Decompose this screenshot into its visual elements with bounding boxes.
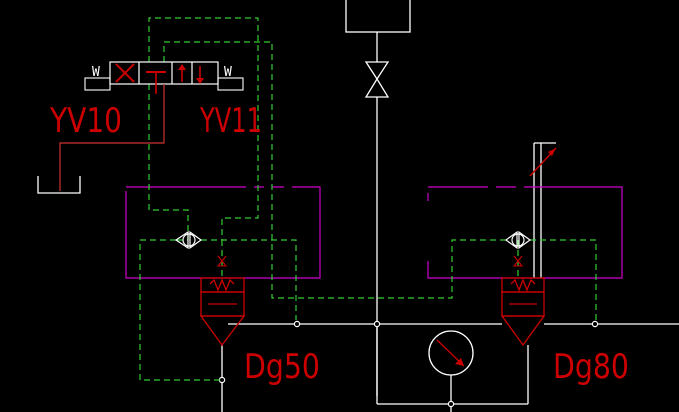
cartridge-valve-icon-right [500,277,546,347]
junction-right [591,320,599,328]
drain-line [59,84,165,191]
orifice-marks [216,255,524,267]
spring-mark-left: W [92,65,100,80]
tank-icon [37,176,81,194]
size-label-right: Dg80 [553,347,629,387]
valve-label-right: YV11 [199,101,262,141]
component-labels: YV10 YV11 Dg50 Dg80 [49,101,629,387]
adjustable-throttle-icon [529,147,557,177]
junction-center [373,320,381,328]
check-valve-icon-right [504,230,532,250]
junction-dots [218,320,599,408]
check-valve-icon-left [174,230,203,250]
reservoir-box [345,0,411,33]
spring-mark-right: W [224,65,232,80]
size-label-left: Dg50 [244,347,320,387]
pilot-lines [139,17,597,381]
main-pipes [221,0,679,412]
junction-bottom-left [218,376,226,384]
valve-label-left: YV10 [49,101,122,141]
pressure-gauge-icon [428,330,474,376]
globe-valve-icon [364,61,390,98]
cartridge-valve-icon-left [199,277,246,347]
junction-left [293,320,301,328]
junction-gauge [447,400,455,408]
